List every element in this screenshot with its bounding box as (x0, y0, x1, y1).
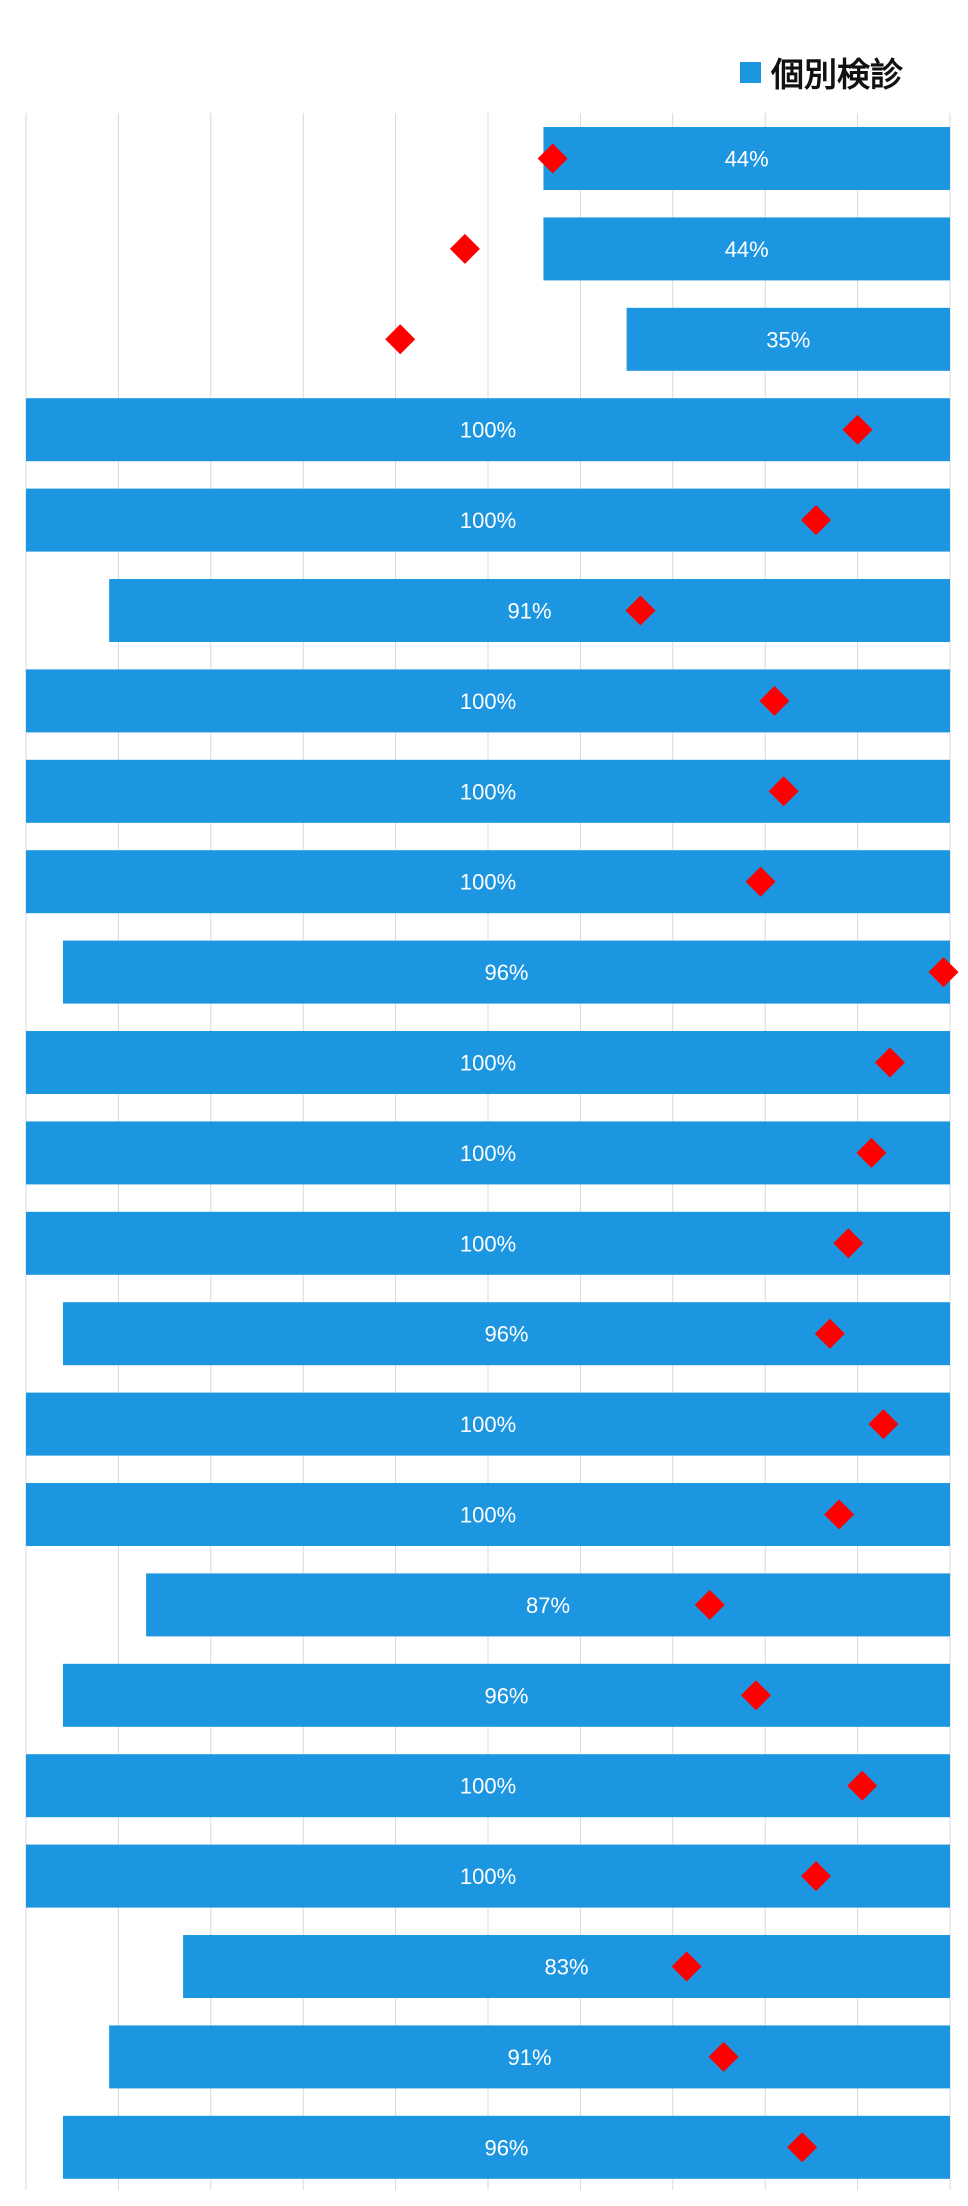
bar (62, 940, 950, 1004)
bar (26, 488, 950, 552)
marker (385, 324, 416, 355)
bar-label: 100% (460, 1051, 516, 1076)
bar-label: 96% (484, 960, 528, 985)
legend: 個別検診 (740, 48, 903, 96)
bar-label: 100% (460, 1864, 516, 1889)
bar (62, 1302, 950, 1366)
bar (26, 1483, 950, 1546)
bar-label: 100% (460, 1231, 516, 1256)
marker (801, 1861, 832, 1892)
marker (625, 595, 656, 626)
marker (449, 233, 480, 264)
bar (183, 1935, 950, 1998)
marker (671, 1951, 702, 1982)
marker (928, 957, 959, 988)
bar (26, 1392, 950, 1456)
bar-label: 44% (725, 147, 769, 172)
marker (824, 1499, 855, 1530)
bar-label: 100% (460, 1141, 516, 1166)
bar-label: 96% (484, 2135, 528, 2160)
bar-label: 100% (460, 689, 516, 714)
bar-label: 100% (460, 1412, 516, 1437)
marker (537, 143, 568, 174)
legend-label: 個別検診 (771, 55, 903, 94)
bar-label: 91% (508, 599, 552, 624)
bar (26, 398, 950, 462)
bar-label: 96% (484, 1322, 528, 1347)
marker (708, 2041, 739, 2072)
bar-label: 100% (460, 508, 516, 533)
marker (768, 776, 799, 807)
bar (26, 1754, 950, 1818)
marker (847, 1770, 878, 1801)
bar-label: 35% (766, 327, 810, 352)
bar (543, 127, 950, 190)
marker (745, 866, 776, 897)
bar (109, 2025, 950, 2089)
marker (868, 1409, 899, 1440)
bar (26, 1031, 950, 1094)
marker (759, 685, 790, 716)
marker (740, 1680, 771, 1711)
bar-label: 96% (484, 1683, 528, 1708)
bar-label: 100% (460, 418, 516, 443)
marker (856, 1137, 887, 1168)
bar (26, 1211, 950, 1275)
marker (874, 1047, 905, 1078)
bars (26, 127, 950, 2179)
bar-label: 83% (545, 1955, 589, 1980)
bar (543, 217, 950, 281)
bar-label: 100% (460, 870, 516, 895)
bar-label: 44% (725, 237, 769, 262)
bar-label: 100% (460, 1503, 516, 1528)
bar (109, 579, 950, 642)
bar-label: 91% (508, 2045, 552, 2070)
marker (787, 2132, 818, 2163)
marker (833, 1228, 864, 1259)
marker (814, 1318, 845, 1349)
markers (385, 143, 959, 2163)
marker (694, 1589, 725, 1620)
bar (26, 850, 950, 914)
bar-label: 100% (460, 779, 516, 804)
bar (62, 1663, 950, 1727)
bar (26, 669, 950, 733)
bar-label: 87% (526, 1593, 570, 1618)
bar-label: 100% (460, 1774, 516, 1799)
bar (146, 1573, 950, 1637)
bar (26, 1121, 950, 1185)
legend-swatch (740, 61, 761, 83)
bar (26, 1844, 950, 1908)
marker (801, 505, 832, 536)
marker (842, 414, 873, 445)
bar (626, 307, 950, 371)
bar-labels: 44% 44% 35% 100% 100% 91% 100% 100% 100% 96% 100% 1… (460, 147, 810, 2161)
